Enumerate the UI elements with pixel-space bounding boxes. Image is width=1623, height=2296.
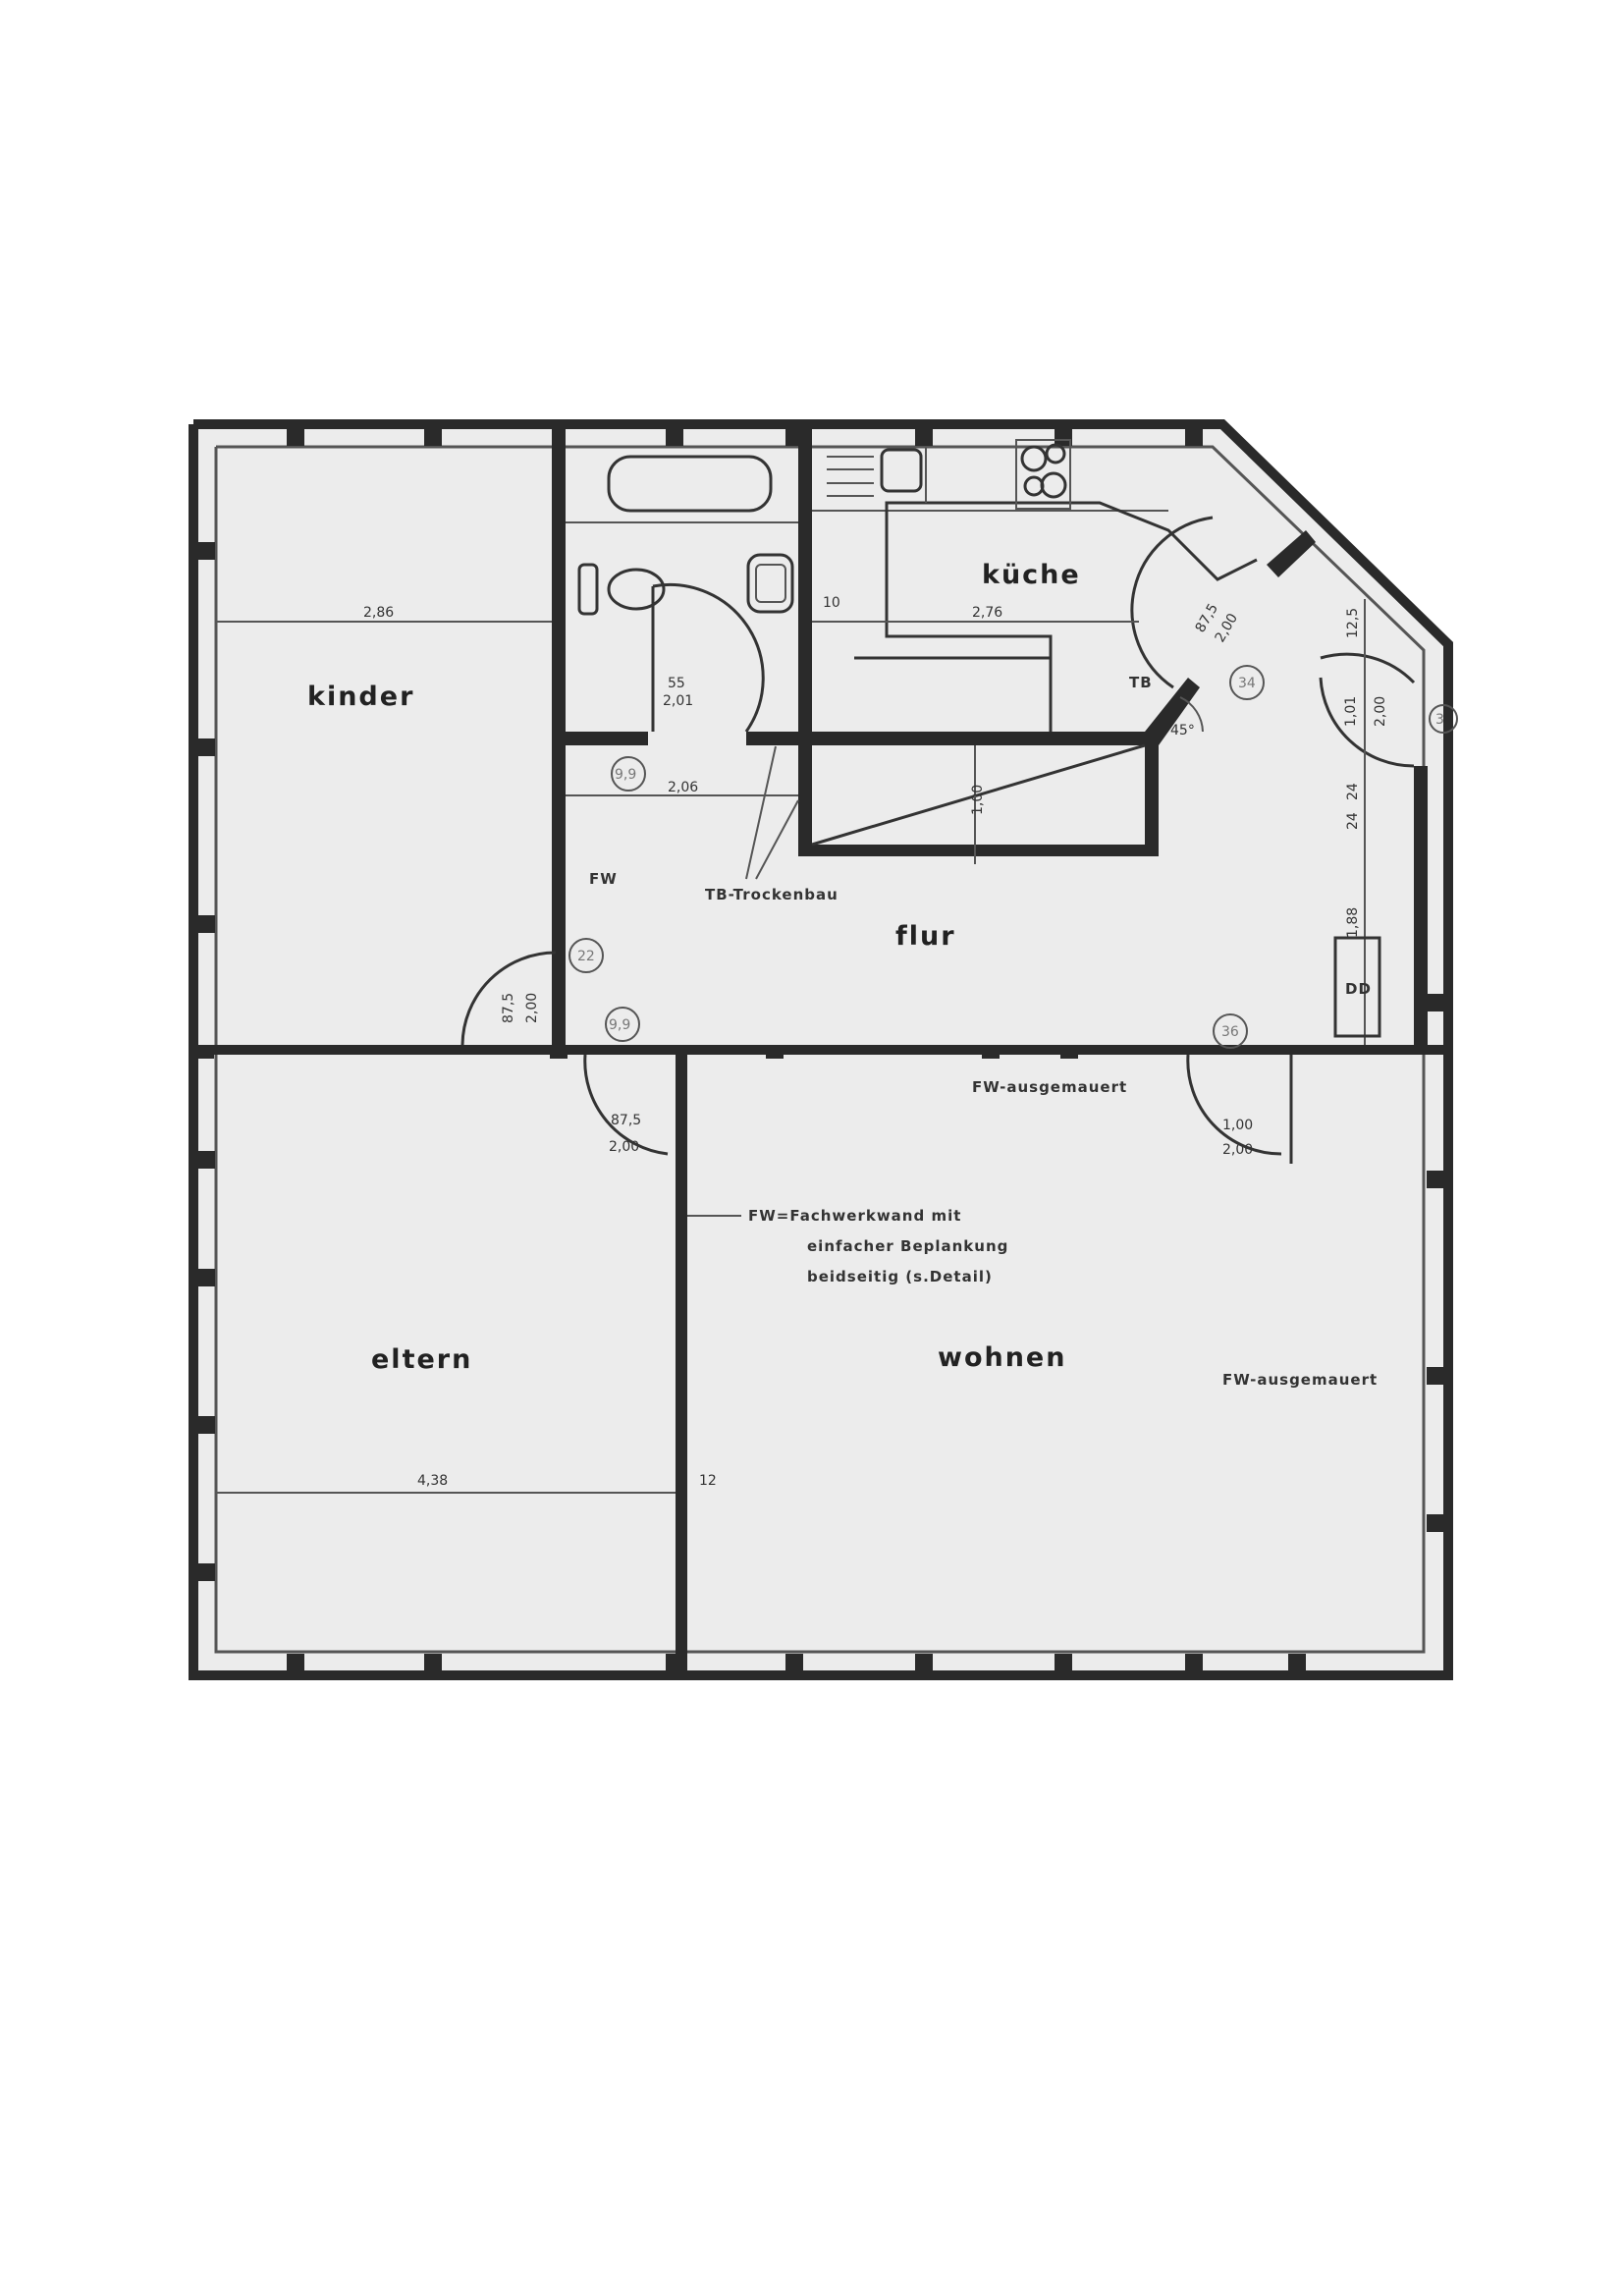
washbasin [746, 553, 794, 614]
wall-post [287, 424, 304, 446]
wall-post [1427, 1367, 1448, 1385]
wall-post [287, 1654, 304, 1675]
circled-number: 22 [577, 949, 595, 964]
wall-post [193, 1269, 215, 1286]
room-label-flur: flur [895, 921, 956, 952]
circled-number: 36 [1221, 1024, 1239, 1040]
toilet [577, 563, 666, 616]
interior-walls [193, 424, 1448, 1675]
wall-post [1055, 1654, 1072, 1675]
wall-post [915, 424, 933, 446]
dim-kinder-width: 2,86 [363, 605, 394, 621]
wall-post [424, 1654, 442, 1675]
dim-wohnen-door-top: 1,00 [1222, 1118, 1253, 1133]
note-fw-ausgemauert-top: FW-ausgemauert [972, 1078, 1127, 1096]
wall-post [193, 1151, 215, 1169]
dim-kinder-door-top: 87,5 [501, 993, 516, 1023]
bathtub [607, 455, 773, 513]
dim-flur-206: 2,06 [668, 780, 698, 795]
dim-wall-10: 10 [823, 595, 840, 611]
note-tb-trockenbau: TB-Trockenbau [705, 886, 839, 903]
exterior-walls [189, 419, 1453, 1680]
dim-entry-188: 1,88 [1345, 907, 1361, 938]
dim-stair-100: 1,00 [970, 785, 986, 815]
sink [827, 448, 923, 497]
wall-post [1185, 1654, 1203, 1675]
room-label-eltern: eltern [371, 1344, 472, 1375]
dim-bath-door-bottom: 2,01 [663, 693, 693, 709]
kitchen-counter [812, 501, 1258, 732]
note-fw: FW [589, 870, 618, 888]
dim-bath-door-top: 55 [668, 676, 685, 691]
circled-number: 34 [1238, 676, 1256, 691]
note-fw-line3: beidseitig (s.Detail) [807, 1268, 993, 1285]
circled-number: 9,9 [615, 767, 636, 783]
stove [1015, 439, 1071, 510]
room-label-kinder: kinder [307, 682, 414, 712]
wall-post [193, 542, 215, 560]
note-tb: TB [1129, 674, 1153, 691]
circled-number: 3 [1435, 712, 1444, 728]
stair [811, 743, 1146, 864]
note-fw-line2: einfacher Beplankung [807, 1237, 1008, 1255]
dim-angle: 45° [1170, 723, 1195, 738]
dim-kueche-width: 2,76 [972, 605, 1002, 621]
window-marks [193, 424, 1448, 1675]
wall-post [785, 1654, 803, 1675]
dim-entry-24b: 24 [1345, 812, 1361, 830]
note-dd: DD [1345, 980, 1372, 998]
wall-post [1288, 1654, 1306, 1675]
dim-entry-door-top: 1,01 [1343, 696, 1359, 727]
dim-eltern-door-bottom: 2,00 [609, 1139, 639, 1155]
dim-wohnen-door-bottom: 2,00 [1222, 1142, 1253, 1158]
dim-eltern-width: 4,38 [417, 1473, 448, 1489]
dim-entry-door-bottom: 2,00 [1373, 696, 1388, 727]
room-label-wohnen: wohnen [938, 1342, 1066, 1373]
dim-wall-12: 12 [699, 1473, 717, 1489]
wall-post [1185, 424, 1203, 446]
wall-post [193, 915, 215, 933]
wall-post [424, 424, 442, 446]
wall-post [666, 424, 683, 446]
dimension-lines [216, 599, 1381, 1494]
note-fw-ausgemauert-right: FW-ausgemauert [1222, 1371, 1378, 1389]
wall-post [1427, 1514, 1448, 1532]
wall-post [1427, 994, 1448, 1011]
dim-kinder-door-bottom: 2,00 [524, 993, 540, 1023]
dim-entry-125: 12,5 [1345, 608, 1361, 638]
wall-post [193, 738, 215, 756]
dim-eltern-door-top: 87,5 [611, 1113, 641, 1128]
wall-post [1427, 1171, 1448, 1188]
circled-numbers: 22 9,9 9,9 34 36 3 [568, 665, 1458, 1049]
dim-entry-24a: 24 [1345, 783, 1361, 800]
room-label-kueche: küche [982, 560, 1081, 590]
wall-post [193, 1563, 215, 1581]
circled-number: 9,9 [609, 1017, 630, 1033]
wall-post [193, 1416, 215, 1434]
wall-post [915, 1654, 933, 1675]
door-swings [460, 516, 1416, 1164]
note-fw-line1: FW=Fachwerkwand mit [748, 1207, 961, 1225]
